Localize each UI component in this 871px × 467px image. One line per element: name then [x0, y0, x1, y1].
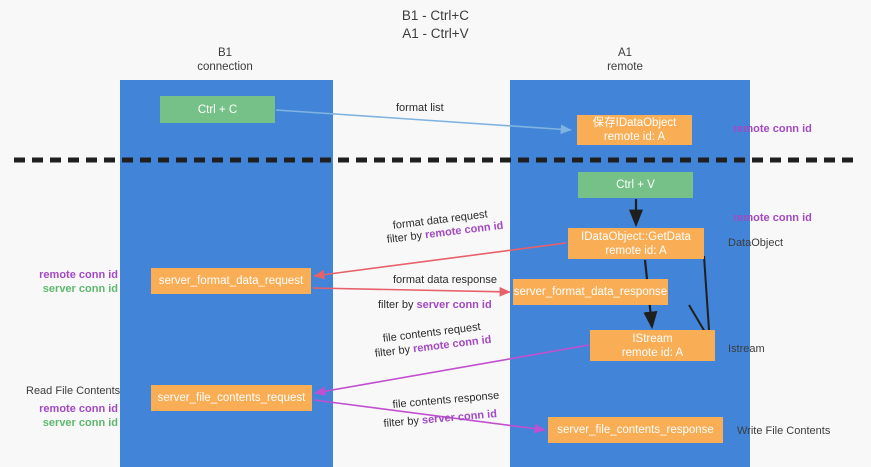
node-idataobject-getdata-label: IDataObject::GetData [581, 230, 691, 243]
filter-prefix: filter by [386, 229, 426, 246]
title-line-1: B1 - Ctrl+C [401, 8, 470, 23]
node-server-file-contents-response-label: server_file_contents_response [557, 424, 714, 436]
note-read-file-contents: Read File Contents [26, 385, 121, 397]
note-remote-conn-id-mid-label: remote conn id [733, 212, 812, 224]
node-server-format-data-response[interactable]: server_format_data_response [513, 279, 668, 305]
node-server-file-contents-request[interactable]: server_file_contents_request [151, 385, 312, 411]
node-server-format-data-response-label: server_format_data_response [513, 286, 668, 298]
note-left-server-conn-id-2: server conn id [42, 417, 118, 429]
filter-key-server-conn-id: server conn id [416, 299, 492, 311]
note-left-remote-conn-id-2: remote conn id [39, 403, 118, 415]
node-idataobject-getdata[interactable]: IDataObject::GetData remote id: A [568, 228, 704, 259]
lane-header-b1-sub: connection [197, 61, 253, 73]
node-ctrl-v[interactable]: Ctrl + V [578, 172, 693, 198]
note-left-conn-ids-1: remote conn id server conn id [18, 268, 118, 296]
connector-format-data-response [312, 286, 511, 297]
note-write-file-contents: Write File Contents [737, 425, 831, 437]
note-remote-conn-id-mid: remote conn id [733, 211, 812, 225]
edge-label-format-data-response: format data response [393, 274, 497, 286]
note-left-remote-conn-id-1: remote conn id [39, 269, 118, 281]
note-istream: Istream [728, 343, 765, 355]
lane-header-b1-name: B1 [217, 47, 233, 59]
node-server-format-data-request[interactable]: server_format_data_request [151, 268, 311, 294]
note-left-conn-ids-2: remote conn id server conn id [18, 402, 118, 430]
note-remote-conn-id-top: remote conn id [733, 122, 812, 136]
filter-prefix: filter by [383, 414, 423, 430]
edge-label-format-list: format list [396, 102, 444, 114]
note-left-server-conn-id-1: server conn id [42, 283, 118, 295]
node-server-format-data-request-label: server_format_data_request [158, 275, 304, 287]
node-istream-remote-id: remote id: A [621, 346, 684, 359]
filter-prefix: filter by [374, 343, 414, 360]
edge-label-format-data-response-filter: filter by server conn id [378, 298, 492, 313]
page-title: B1 - Ctrl+C A1 - Ctrl+V [0, 7, 871, 43]
node-server-file-contents-response[interactable]: server_file_contents_response [548, 417, 723, 443]
node-server-file-contents-request-label: server_file_contents_request [157, 392, 306, 404]
lane-header-a1-name: A1 [617, 47, 633, 59]
note-dataobject: DataObject [728, 237, 784, 249]
note-remote-conn-id-top-label: remote conn id [733, 123, 812, 135]
node-save-idataobject-remote-id: remote id: A [603, 131, 666, 143]
filter-key-server-conn-id: server conn id [421, 408, 498, 427]
filter-prefix: filter by [378, 299, 417, 311]
node-save-idataobject-label: 保存IDataObject [592, 117, 677, 129]
title-line-2: A1 - Ctrl+V [402, 26, 469, 41]
node-istream-label: IStream [632, 332, 673, 345]
lane-header-b1: B1 connection [150, 46, 300, 74]
node-ctrl-v-label: Ctrl + V [616, 179, 655, 191]
node-ctrl-c[interactable]: Ctrl + C [160, 96, 275, 123]
lane-header-a1: A1 remote [540, 46, 710, 74]
node-istream[interactable]: IStream remote id: A [590, 330, 715, 361]
node-idataobject-getdata-remote-id: remote id: A [605, 244, 667, 257]
node-save-idataobject[interactable]: 保存IDataObject remote id: A [577, 115, 692, 145]
node-ctrl-c-label: Ctrl + C [197, 103, 238, 116]
lane-header-a1-sub: remote [607, 61, 643, 73]
